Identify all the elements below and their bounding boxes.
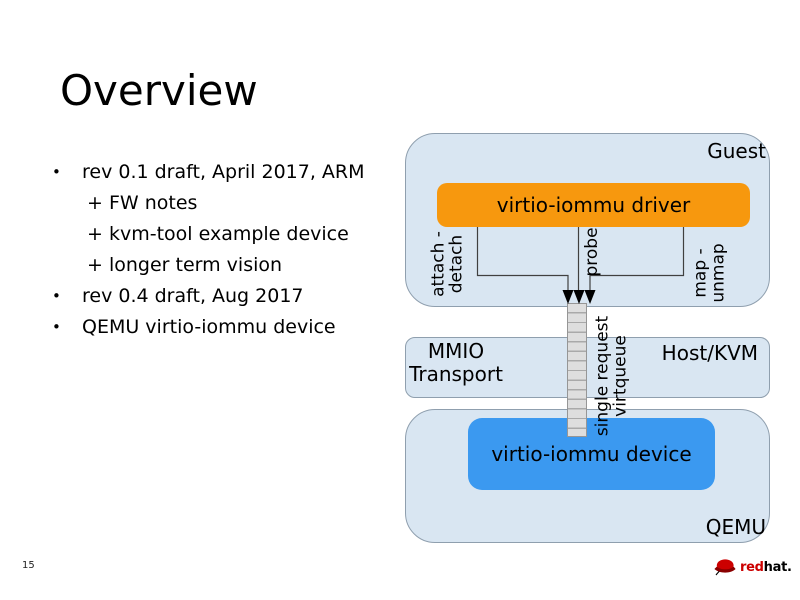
device-label: virtio-iommu device xyxy=(491,442,692,466)
virtio-iommu-driver-box: virtio-iommu driver xyxy=(437,183,750,227)
map-unmap-label: map - unmap xyxy=(690,243,729,303)
bullet-item: • QEMU virtio-iommu device xyxy=(48,311,398,342)
redhat-logo: redhat. xyxy=(714,557,792,577)
bullet-item: + longer term vision xyxy=(48,249,398,280)
bullet-text: + kvm-tool example device xyxy=(87,222,349,245)
bullet-item: + FW notes xyxy=(48,187,398,218)
bullet-text: rev 0.1 draft, April 2017, ARM xyxy=(82,160,365,183)
bullet-item: • rev 0.4 draft, Aug 2017 xyxy=(48,280,398,311)
attach-detach-label: attach - detach xyxy=(428,231,467,297)
bullet-marker: • xyxy=(52,162,61,181)
bullet-list: • rev 0.1 draft, April 2017, ARM + FW no… xyxy=(48,156,398,342)
qemu-label: QEMU xyxy=(705,515,766,539)
logo-text-dark: hat. xyxy=(763,559,792,575)
transport-box xyxy=(405,337,770,398)
host-kvm-label: Host/KVM xyxy=(661,341,758,365)
virtqueue-label: single request virtqueue xyxy=(592,315,631,437)
bullet-text: + FW notes xyxy=(87,191,198,214)
bullet-marker: • xyxy=(52,286,61,305)
virtio-iommu-device-box: virtio-iommu device xyxy=(468,418,715,490)
bullet-marker: • xyxy=(52,317,61,336)
driver-label: virtio-iommu driver xyxy=(496,193,691,217)
probe-label: probe xyxy=(581,227,602,277)
logo-text-red: red xyxy=(740,559,764,575)
redhat-logo-text: redhat. xyxy=(740,560,792,575)
mmio-transport-label: MMIO Transport xyxy=(409,339,503,386)
page-number: 15 xyxy=(22,560,35,571)
page-title: Overview xyxy=(60,66,258,115)
virtqueue-bar xyxy=(567,303,587,437)
guest-label: Guest xyxy=(707,139,766,163)
bullet-item: • rev 0.1 draft, April 2017, ARM xyxy=(48,156,398,187)
bullet-text: + longer term vision xyxy=(87,253,283,276)
redhat-hat-icon xyxy=(714,559,736,576)
bullet-text: QEMU virtio-iommu device xyxy=(82,315,336,338)
bullet-text: rev 0.4 draft, Aug 2017 xyxy=(82,284,304,307)
bullet-item: + kvm-tool example device xyxy=(48,218,398,249)
